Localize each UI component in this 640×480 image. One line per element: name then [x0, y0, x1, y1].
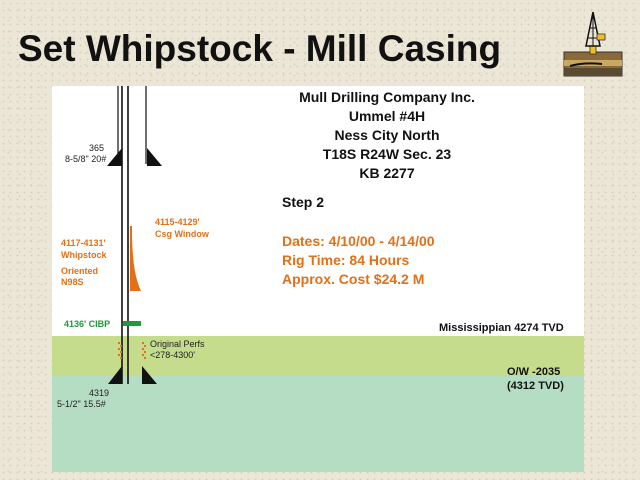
water-zone-band — [52, 376, 584, 472]
job-dates: Dates: 4/10/00 - 4/14/00 — [282, 233, 435, 249]
step-label: Step 2 — [282, 194, 325, 210]
whipstock-label: Whipstock — [61, 250, 107, 260]
surface-shoe-left — [107, 148, 122, 166]
window-label: Csg Window — [155, 229, 209, 239]
wellbore-diagram-panel: 365 8-5/8" 20# 4115-4129' Csg Window 411… — [52, 86, 584, 472]
whipstock-wedge — [130, 226, 141, 291]
surface-casing-label: 8-5/8" 20# — [65, 154, 107, 164]
production-depth-label: 4319 — [89, 388, 110, 398]
slide-title: Set Whipstock - Mill Casing — [18, 28, 502, 69]
rig-time: Rig Time: 84 Hours — [282, 252, 410, 269]
perfs-depth-label: <278-4300' — [150, 350, 196, 360]
approx-cost: Approx. Cost $24.2 M — [282, 271, 425, 288]
oriented-label: Oriented — [61, 266, 99, 276]
company-name: Mull Drilling Company Inc. — [299, 89, 475, 105]
job-summary: Dates: 4/10/00 - 4/14/00 Rig Time: 84 Ho… — [282, 232, 435, 289]
ow-contact: O/W -2035 — [507, 366, 561, 378]
wellbore-schematic — [107, 86, 162, 384]
perfs-label: Original Perfs — [150, 339, 205, 349]
ow-tvd: (4312 TVD) — [507, 380, 564, 393]
field-name: Ness City North — [334, 127, 440, 144]
production-shoe-right — [142, 366, 157, 384]
well-name: Ummel #4H — [348, 108, 426, 125]
original-perforations — [118, 342, 146, 359]
cibp-label: 4136' CIBP — [64, 319, 111, 329]
kelly-bushing: KB 2277 — [359, 165, 415, 182]
production-casing-label: 5-1/2" 15.5# — [57, 399, 106, 409]
drilling-rig-logo-icon — [563, 11, 623, 77]
cibp-plug — [123, 321, 141, 326]
well-location: T18S R24W Sec. 23 — [322, 146, 452, 163]
surface-depth-label: 365 — [89, 143, 105, 153]
mississippian-label: Mississippian 4274 TVD — [439, 322, 564, 334]
window-depth-label: 4115-4129' — [155, 217, 200, 227]
mississippian-formation-band — [52, 336, 584, 376]
whipstock-depth-label: 4117-4131' — [61, 238, 106, 248]
surface-shoe-right — [147, 148, 162, 166]
ow-contact-label: O/W -2035 (4312 TVD) — [507, 365, 564, 394]
production-shoe-left — [108, 366, 122, 384]
well-header: Mull Drilling Company Inc. Ummel #4H Nes… — [282, 88, 492, 183]
oriented-value: N98S — [61, 277, 84, 287]
